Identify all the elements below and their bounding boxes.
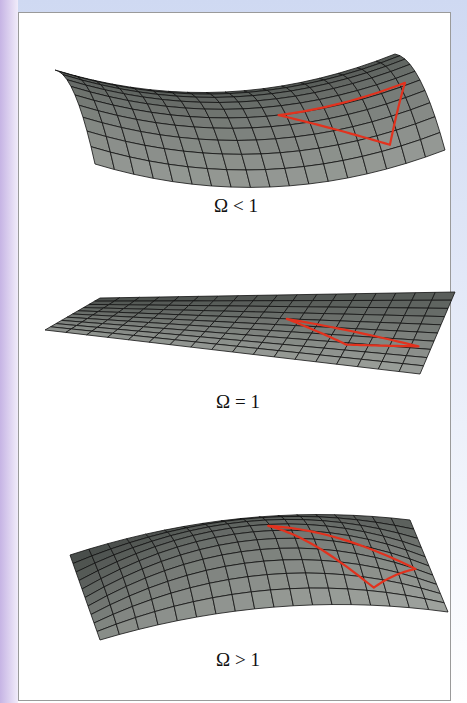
grid-cell [229, 577, 252, 595]
grid-cell [417, 324, 441, 333]
grid-cell [424, 308, 448, 316]
flat-surface [45, 292, 455, 374]
grid-cell [136, 612, 158, 630]
grid-cell [174, 602, 197, 621]
grid-cell [404, 308, 428, 316]
grid-cell [264, 560, 287, 575]
grid-cell [130, 157, 154, 178]
sphere-surface [70, 515, 448, 640]
omega-label: Ω > 1 [216, 650, 260, 671]
grid-cell [280, 548, 303, 560]
triangle [287, 319, 419, 347]
grid-cell [309, 588, 332, 605]
grid-cell [378, 361, 402, 371]
grid-cell [408, 300, 432, 308]
grid-cell [425, 599, 448, 612]
grid-cell [283, 560, 306, 574]
grid-cell [271, 589, 294, 607]
grid-cell [97, 624, 119, 640]
frame [19, 13, 451, 701]
grid-cell [286, 573, 309, 589]
omega-label: Ω = 1 [216, 392, 260, 413]
side-band [0, 0, 18, 703]
grid-cell [276, 538, 299, 548]
grid-cell [421, 132, 445, 157]
grid-cell [386, 592, 409, 607]
triangle [279, 83, 405, 145]
saddle-surface [55, 54, 445, 187]
grid-cell [428, 300, 451, 308]
grid-cell [213, 594, 236, 613]
grid-cell [257, 539, 280, 550]
surfaces [45, 54, 455, 640]
grid-cell [260, 548, 283, 561]
grid-cell [421, 316, 445, 325]
grid-cell [248, 575, 271, 592]
grid-cell [110, 152, 134, 174]
grid-cell [193, 598, 216, 617]
omega-label: Ω < 1 [214, 196, 258, 217]
grid-cell [232, 592, 255, 611]
grid-cell [406, 595, 429, 609]
grid-cell [399, 364, 423, 374]
grid-cell [358, 359, 383, 369]
grid-cell [316, 355, 341, 364]
grid-cell [245, 561, 268, 577]
grid-cell [401, 316, 425, 324]
grid-cell [381, 315, 405, 323]
grid-cell [155, 606, 177, 625]
grid-cell [251, 590, 274, 609]
grid-cell [290, 588, 313, 606]
grid-cell [397, 323, 421, 332]
triangle [268, 526, 415, 588]
grid-cell [295, 353, 320, 362]
grid-cell [337, 357, 362, 367]
grid-cell [267, 573, 290, 590]
grid-cell [91, 147, 114, 170]
grid-cell [116, 618, 138, 635]
grid-cell [432, 292, 455, 300]
